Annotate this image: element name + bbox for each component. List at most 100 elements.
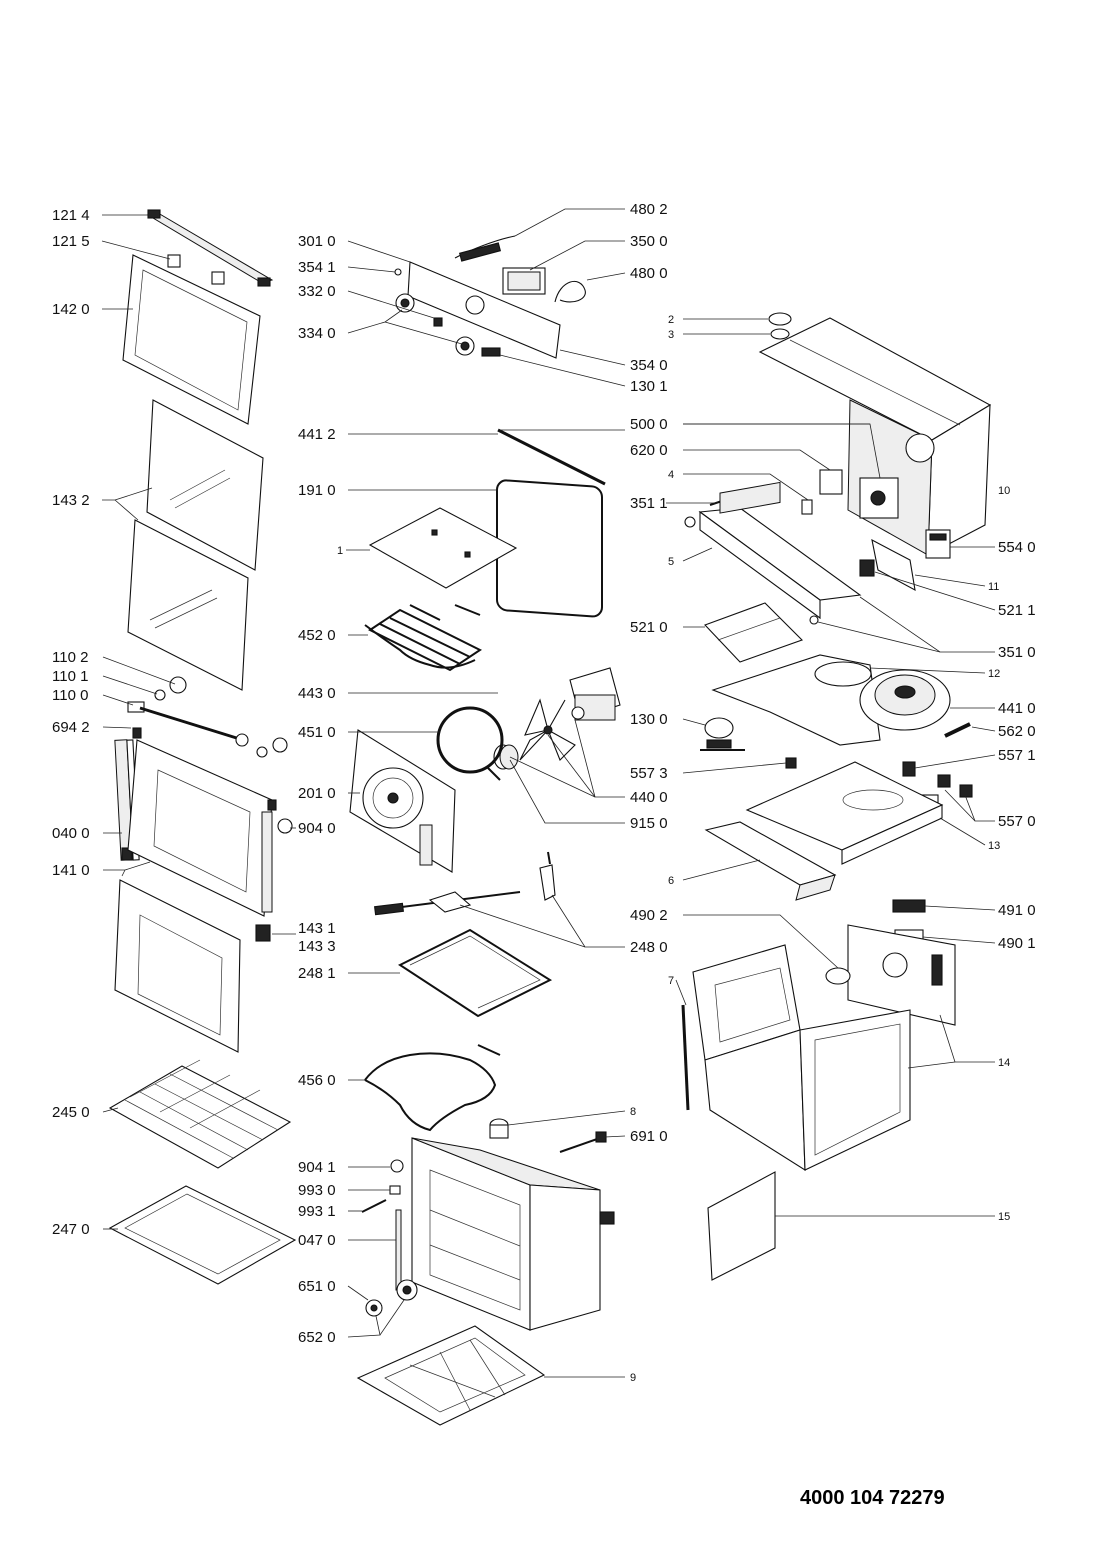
- part-rotisserie: [374, 851, 556, 916]
- label-490-1: 490 1: [998, 935, 1036, 952]
- label-13: 13: [988, 840, 1000, 852]
- label-248-0: 248 0: [630, 939, 668, 956]
- label-441-0: 441 0: [998, 700, 1036, 717]
- part-wire-loop: [554, 280, 586, 303]
- part-relay-554: [925, 529, 951, 559]
- part-grill-element: [364, 604, 482, 672]
- part-lamp: [489, 1118, 509, 1139]
- label-354-0: 354 0: [630, 357, 668, 374]
- label-490-2: 490 2: [630, 907, 668, 924]
- part-cooling-motor: [700, 717, 745, 751]
- label-7: 7: [668, 975, 674, 987]
- part-wire-connector: [458, 242, 502, 262]
- label-521-0: 521 0: [630, 619, 668, 636]
- part-bottom-element: [364, 1044, 501, 1132]
- label-620-0: 620 0: [630, 442, 668, 459]
- label-110-1: 110 1: [52, 668, 88, 685]
- labels-middle: 301 0 354 1 332 0 334 0 480 2 350 0 480 …: [298, 201, 668, 1384]
- label-557-1: 557 1: [998, 747, 1036, 764]
- part-top-shield: [368, 507, 518, 589]
- label-651-0: 651 0: [298, 1278, 336, 1295]
- label-130-0: 130 0: [630, 711, 668, 728]
- label-143-3: 143 3: [298, 938, 336, 955]
- label-142-0: 142 0: [52, 301, 90, 318]
- label-904-1: 904 1: [298, 1159, 336, 1176]
- label-191-0: 191 0: [298, 482, 336, 499]
- part-thermostat-557-3: [785, 757, 797, 769]
- part-thermostat-521-1: [859, 559, 875, 577]
- label-915-0: 915 0: [630, 815, 668, 832]
- part-door-handle: [146, 209, 274, 287]
- part-outer-glass-frame: [122, 254, 261, 425]
- part-inner-door-frame: [127, 739, 293, 917]
- label-130-1: 130 1: [630, 378, 668, 395]
- label-10: 10: [998, 485, 1010, 497]
- label-440-0: 440 0: [630, 789, 668, 806]
- part-door-latch: [255, 924, 271, 942]
- label-691-0: 691 0: [630, 1128, 668, 1145]
- label-993-0: 993 0: [298, 1182, 336, 1199]
- part-switch: [481, 347, 501, 357]
- part-door-seal: [496, 428, 606, 618]
- label-6: 6: [668, 875, 674, 887]
- part-rotisserie-frame: [397, 928, 553, 1018]
- label-557-0: 557 0: [998, 813, 1036, 830]
- part-baking-tray: [108, 1185, 297, 1285]
- label-456-0: 456 0: [298, 1072, 336, 1089]
- part-switch-modules: [801, 469, 899, 519]
- label-351-0: 351 0: [998, 644, 1036, 661]
- part-thermostat-knob: [365, 1279, 418, 1317]
- part-tangential-fan: [859, 669, 951, 731]
- part-ring-element: [436, 706, 504, 781]
- leader-lines: [101, 208, 996, 1378]
- label-480-0: 480 0: [630, 265, 668, 282]
- part-front-strip: [704, 821, 837, 901]
- label-521-1: 521 1: [998, 602, 1036, 619]
- label-557-3: 557 3: [630, 765, 668, 782]
- label-12: 12: [988, 668, 1000, 680]
- part-control-panel: [407, 261, 561, 359]
- part-terminal-block: [892, 899, 926, 913]
- label-121-4: 121 4: [52, 207, 90, 224]
- part-top-housing: [758, 317, 992, 556]
- label-904-0: 904 0: [298, 820, 336, 837]
- part-outer-housing: [681, 944, 911, 1172]
- part-hinge-set: [127, 676, 288, 758]
- part-bushing: [493, 744, 519, 770]
- part-glass-pane-2: [127, 519, 249, 691]
- label-15: 15: [998, 1211, 1010, 1223]
- part-handle-brackets: [167, 254, 225, 285]
- part-clip-11: [871, 538, 916, 592]
- label-047-0: 047 0: [298, 1232, 336, 1249]
- label-354-1: 354 1: [298, 259, 336, 276]
- label-121-5: 121 5: [52, 233, 90, 250]
- part-glass-pane-1: [146, 399, 264, 571]
- part-screw-351-0: [809, 615, 819, 625]
- part-side-guide: [395, 1209, 402, 1291]
- part-air-duct: [711, 654, 881, 746]
- part-fan-cover-plate: [349, 729, 456, 873]
- part-fan-motor: [519, 667, 621, 761]
- part-oven-cavity: [411, 1137, 615, 1331]
- part-pipe-562: [944, 722, 971, 738]
- label-143-1: 143 1: [298, 920, 336, 937]
- label-332-0: 332 0: [298, 283, 336, 300]
- part-screws: [361, 1159, 404, 1213]
- label-1: 1: [337, 545, 343, 557]
- label-248-1: 248 1: [298, 965, 336, 982]
- label-2: 2: [668, 314, 674, 326]
- label-451-0: 451 0: [298, 724, 336, 741]
- label-443-0: 443 0: [298, 685, 336, 702]
- label-441-2: 441 2: [298, 426, 336, 443]
- part-control-board: [704, 481, 804, 663]
- label-500-0: 500 0: [630, 416, 668, 433]
- labels-right: 2 3 500 0 620 0 4 351 1 5 10 554 0 11 52…: [630, 314, 1036, 1223]
- label-301-0: 301 0: [298, 233, 336, 250]
- label-350-0: 350 0: [630, 233, 668, 250]
- label-562-0: 562 0: [998, 723, 1036, 740]
- label-351-1: 351 1: [630, 495, 668, 512]
- part-top-cover-plate: [745, 761, 944, 865]
- labels-left: 121 4 121 5 142 0 143 2 110 2 110 1 110 …: [52, 207, 90, 1238]
- part-rear-panel: [847, 924, 956, 1026]
